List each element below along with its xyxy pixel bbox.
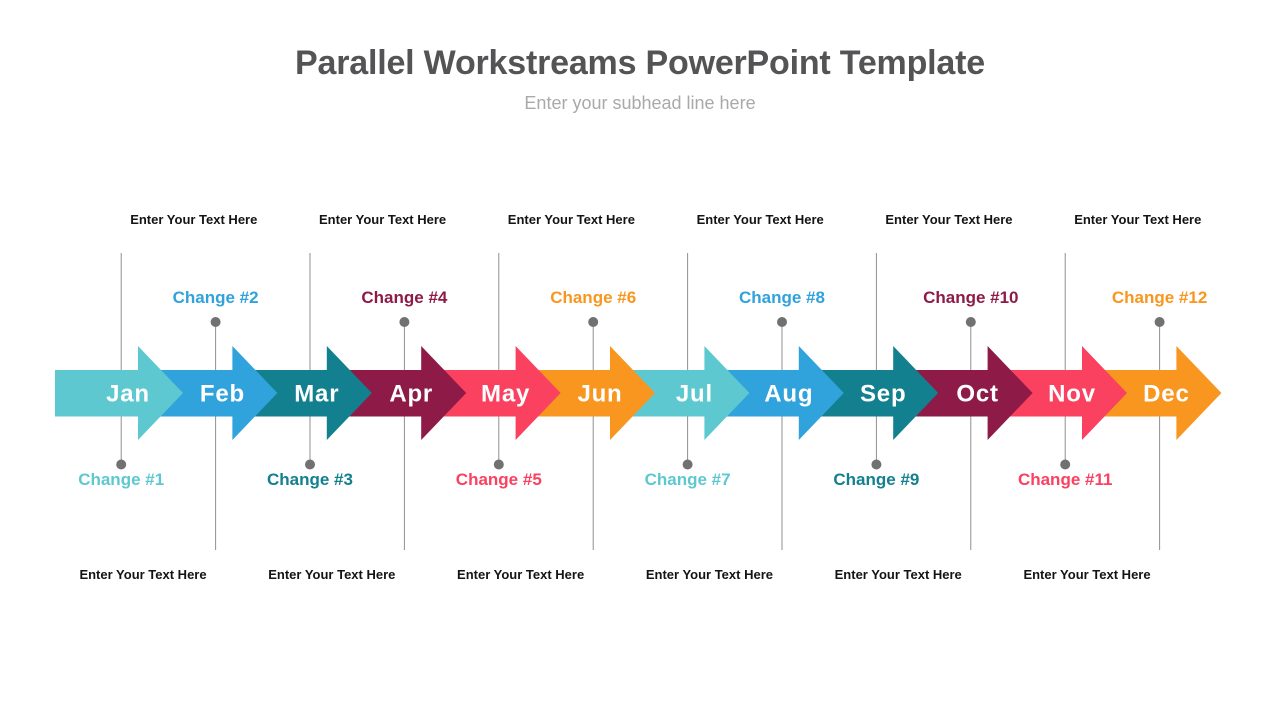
- connector-dot: [777, 317, 787, 327]
- change-label: Change #11: [1017, 470, 1113, 489]
- connector-dot: [399, 317, 410, 327]
- month-label: May: [481, 381, 530, 408]
- page-subtitle: Enter your subhead line here: [524, 93, 756, 113]
- month-arrow: [610, 346, 750, 440]
- month-label: Aug: [764, 381, 813, 408]
- change-label: Change #1: [78, 470, 165, 489]
- month-arrow: [893, 346, 1033, 440]
- month-arrow: [232, 346, 372, 440]
- connector-dot: [210, 317, 221, 327]
- change-label: Change #4: [361, 288, 448, 307]
- connector-dot: [871, 459, 882, 470]
- connector-dot: [1154, 317, 1165, 327]
- text-placeholder-top: Enter Your Text Here: [696, 212, 824, 227]
- connector-dot: [305, 459, 315, 470]
- change-label: Change #7: [644, 470, 731, 489]
- change-label: Change #5: [455, 470, 542, 489]
- month-label: Nov: [1048, 381, 1096, 408]
- change-label: Change #10: [923, 288, 1019, 307]
- page-title: Parallel Workstreams PowerPoint Template: [295, 44, 985, 82]
- month-label: Jun: [577, 381, 622, 408]
- text-placeholder-bottom: Enter Your Text Here: [457, 567, 585, 582]
- change-label: Change #9: [833, 470, 920, 489]
- text-placeholder-bottom: Enter Your Text Here: [645, 567, 773, 582]
- text-placeholder-top: Enter Your Text Here: [319, 212, 447, 227]
- month-arrow: [704, 346, 844, 440]
- change-label: Change #2: [172, 288, 259, 307]
- connector-dot: [965, 317, 976, 327]
- month-label: Mar: [294, 381, 339, 408]
- month-arrow: [798, 346, 939, 440]
- change-label: Change #3: [267, 470, 353, 489]
- month-arrow: [326, 346, 467, 440]
- month-label: Jan: [106, 381, 150, 408]
- connector-dot: [588, 317, 599, 327]
- month-arrow: [421, 346, 561, 440]
- month-label: Oct: [956, 381, 998, 408]
- change-label: Change #6: [550, 288, 637, 307]
- month-label: Apr: [389, 381, 433, 408]
- text-placeholder-top: Enter Your Text Here: [507, 212, 635, 227]
- month-arrow: [1082, 346, 1222, 440]
- text-placeholder-top: Enter Your Text Here: [1074, 212, 1202, 227]
- month-arrow: [138, 346, 278, 440]
- month-arrow: [515, 346, 655, 440]
- month-label: Dec: [1143, 381, 1189, 408]
- text-placeholder-bottom: Enter Your Text Here: [834, 567, 962, 582]
- text-placeholder-bottom: Enter Your Text Here: [79, 567, 207, 582]
- month-label: Feb: [200, 381, 245, 408]
- connector-dot: [116, 459, 127, 470]
- text-placeholder-bottom: Enter Your Text Here: [268, 567, 396, 582]
- text-placeholder-top: Enter Your Text Here: [130, 212, 258, 227]
- month-label: Sep: [860, 381, 906, 408]
- connector-dot: [682, 459, 693, 470]
- text-placeholder-top: Enter Your Text Here: [885, 212, 1013, 227]
- month-arrow: [987, 346, 1127, 440]
- text-placeholder-bottom: Enter Your Text Here: [1023, 567, 1151, 582]
- month-label: Jul: [676, 381, 713, 408]
- connector-dot: [1060, 459, 1071, 470]
- change-label: Change #8: [739, 288, 825, 307]
- change-label: Change #12: [1111, 288, 1208, 307]
- month-arrow: [55, 346, 183, 440]
- connector-dot: [493, 459, 504, 470]
